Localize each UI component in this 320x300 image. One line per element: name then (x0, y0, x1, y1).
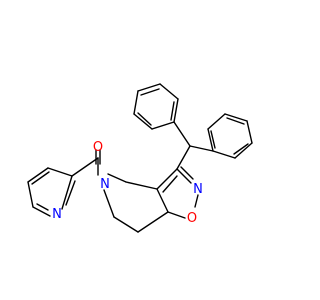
bond-ch-phenyl2 (189, 145, 214, 152)
isoxazole-nitrogen-label: N (193, 182, 203, 197)
isoxazole-ring (156, 166, 199, 219)
pyridine-ring (27, 167, 76, 217)
molecule-drawing: O N N N O (27, 83, 253, 233)
pyridine-nitrogen-label: N (52, 207, 62, 222)
phenyl-ring-2 (207, 113, 253, 159)
piperidine-nitrogen-label: N (100, 177, 110, 192)
carbonyl-group (71, 149, 101, 177)
bond-ch-isoxazole (176, 145, 191, 170)
isoxazole-oxygen-label: O (187, 211, 197, 226)
phenyl-ring-1 (133, 83, 179, 130)
bond-ch-phenyl1 (173, 121, 191, 147)
carbonyl-oxygen-label: O (93, 140, 103, 155)
bond-layer (27, 83, 253, 233)
atom-label-layer: O N N N O (52, 140, 203, 226)
tetrahydropyridine-ring (103, 173, 169, 233)
structure-canvas: O N N N O (27, 83, 253, 233)
